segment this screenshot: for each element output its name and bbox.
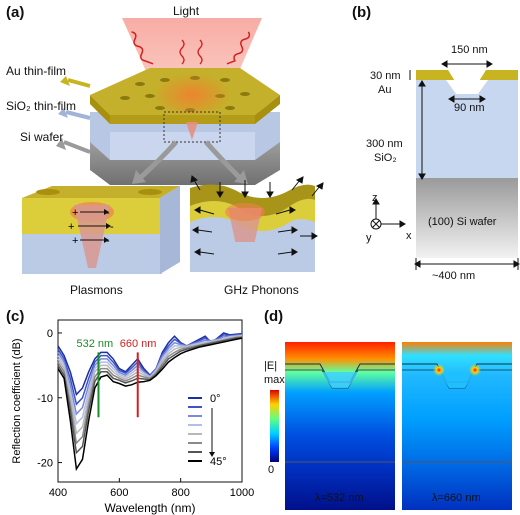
axis-z-label: z	[372, 192, 378, 204]
label-sio2: SiO₂	[374, 152, 397, 164]
panel-a-illustration: +++ ---	[22, 18, 324, 274]
legend-top-label: 0°	[210, 393, 221, 405]
field-maps	[270, 342, 512, 510]
y-tick-label-0: 0	[47, 328, 53, 340]
svg-text:-: -	[106, 235, 110, 247]
svg-text:-: -	[106, 207, 110, 219]
y-tick-label-1: -10	[37, 393, 53, 405]
y-axis-label: Reflection coefficient (dB)	[11, 338, 23, 463]
x-tick-label-0: 400	[49, 487, 67, 499]
sio2-layer	[416, 82, 518, 178]
label-au: Au	[378, 84, 392, 96]
inset-caption-plasmons: Plasmons	[70, 283, 123, 297]
panel-d-label: (d)	[264, 308, 284, 325]
panel-b-label: (b)	[352, 4, 372, 21]
panel-b-cross-section	[370, 60, 520, 270]
colorbar	[270, 390, 279, 462]
colorbar-min: 0	[268, 464, 275, 476]
y-tick-label-2: -20	[37, 458, 53, 470]
x-axis-label: Wavelength (nm)	[105, 501, 196, 515]
marker-label-0: 532 nm	[76, 338, 113, 350]
colorbar-title: |E|	[264, 360, 278, 372]
svg-text:-: -	[110, 221, 114, 233]
dim-sio2-thickness: 300 nm	[366, 138, 403, 150]
legend-arrow-head	[209, 452, 215, 457]
field-map-660	[402, 342, 512, 510]
sio2-arrow	[65, 110, 91, 120]
dim-total-width: ~400 nm	[432, 270, 476, 282]
x-tick-label-2: 800	[171, 487, 189, 499]
panel-a-label: (a)	[6, 4, 25, 21]
x-tick-label-1: 600	[110, 487, 128, 499]
axis-x-label: x	[406, 230, 412, 242]
panel-c-label: (c)	[6, 308, 25, 325]
si-arrow	[63, 140, 91, 154]
au-layer	[416, 70, 518, 94]
inset-caption-phonons: GHz Phonons	[224, 283, 299, 297]
svg-text:+: +	[72, 207, 78, 219]
wave-left	[131, 31, 154, 65]
inset-highlight-box	[163, 111, 221, 143]
wave-right	[226, 31, 251, 65]
dim-bottom-width: 90 nm	[454, 102, 485, 114]
label-si-wafer: (100) Si wafer	[428, 216, 497, 228]
svg-text:+: +	[72, 235, 78, 247]
phonons-inset	[190, 184, 315, 272]
light-label: Light	[173, 4, 200, 18]
x-tick-label-3: 1000	[230, 487, 254, 499]
layer-label-sio2: SiO₂ thin-film	[6, 99, 77, 113]
caption-532: λ=532 nm	[315, 492, 364, 504]
au-arrow	[67, 78, 91, 88]
axis-y-label: y	[366, 232, 372, 244]
legend-bottom-label: 45°	[210, 456, 227, 468]
plasmons-inset: +++ ---	[22, 186, 180, 274]
dim-au-thickness: 30 nm	[370, 70, 401, 82]
colorbar-max: max	[264, 374, 285, 386]
dim-top-width: 150 nm	[451, 44, 488, 56]
layer-label-si: Si wafer	[20, 130, 64, 144]
field-map-532	[285, 342, 395, 510]
series-line-45deg	[57, 337, 243, 472]
caption-660: λ=660 nm	[432, 492, 481, 504]
marker-label-1: 660 nm	[120, 338, 157, 350]
plot-frame	[57, 319, 243, 483]
svg-text:+: +	[68, 221, 74, 233]
layer-label-au: Au thin-film	[6, 64, 67, 78]
si-layer	[416, 178, 518, 258]
